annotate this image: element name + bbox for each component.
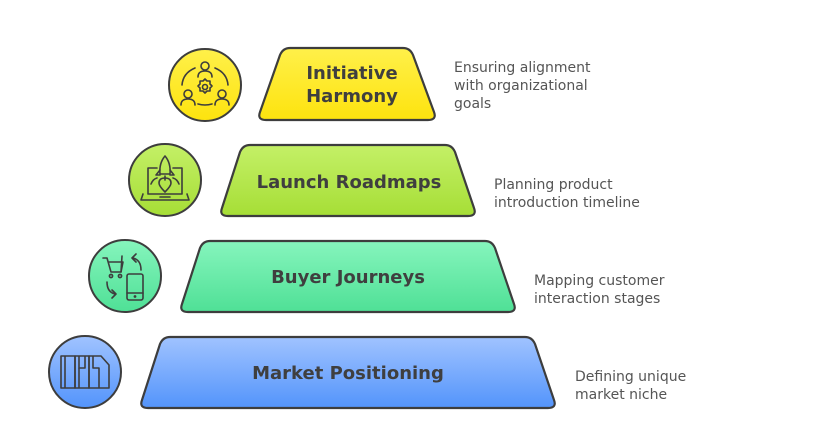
description-line: goals <box>454 96 492 112</box>
team-gear-icon <box>168 48 242 122</box>
tier-description-launch-roadmaps: Planning product introduction timeline <box>494 176 664 212</box>
tier-launch-roadmaps <box>128 143 476 218</box>
tier-initiative-harmony <box>168 46 436 122</box>
tier-shape-market-positioning <box>140 335 556 410</box>
tier-label-line: Launch Roadmaps <box>256 171 442 193</box>
description-line: interaction stages <box>534 291 661 307</box>
tier-label-initiative-harmony: Initiative Harmony <box>280 58 424 112</box>
description-line: with organizational <box>454 78 588 94</box>
tier-shape-buyer-journeys <box>180 239 516 314</box>
tier-description-initiative-harmony: Ensuring alignment with organizational g… <box>454 59 624 113</box>
description-line: Planning product <box>494 177 613 193</box>
description-line: introduction timeline <box>494 195 640 211</box>
description-line: Mapping customer <box>534 273 665 289</box>
tier-description-buyer-journeys: Mapping customer interaction stages <box>534 272 704 308</box>
laptop-rocket-icon <box>128 143 202 217</box>
tier-label-buyer-journeys: Buyer Journeys <box>200 263 496 291</box>
tier-description-market-positioning: Defining unique market niche <box>575 368 745 404</box>
tier-market-positioning <box>48 335 556 410</box>
tier-shape-launch-roadmaps <box>220 143 476 218</box>
tier-label-line: Market Positioning <box>252 362 444 384</box>
market-columns-icon <box>48 335 122 409</box>
tier-label-launch-roadmaps: Launch Roadmaps <box>240 168 458 196</box>
tier-buyer-journeys <box>88 239 516 314</box>
tier-shape-initiative-harmony <box>258 46 436 122</box>
cart-phone-cycle-icon <box>88 239 162 313</box>
tier-label-market-positioning: Market Positioning <box>160 359 536 387</box>
tier-label-line: Buyer Journeys <box>271 266 425 288</box>
description-line: Defining unique <box>575 369 687 385</box>
tier-label-line: Initiative <box>306 63 398 84</box>
tier-label-line: Harmony <box>306 86 398 107</box>
description-line: market niche <box>575 387 668 403</box>
description-line: Ensuring alignment <box>454 60 591 76</box>
